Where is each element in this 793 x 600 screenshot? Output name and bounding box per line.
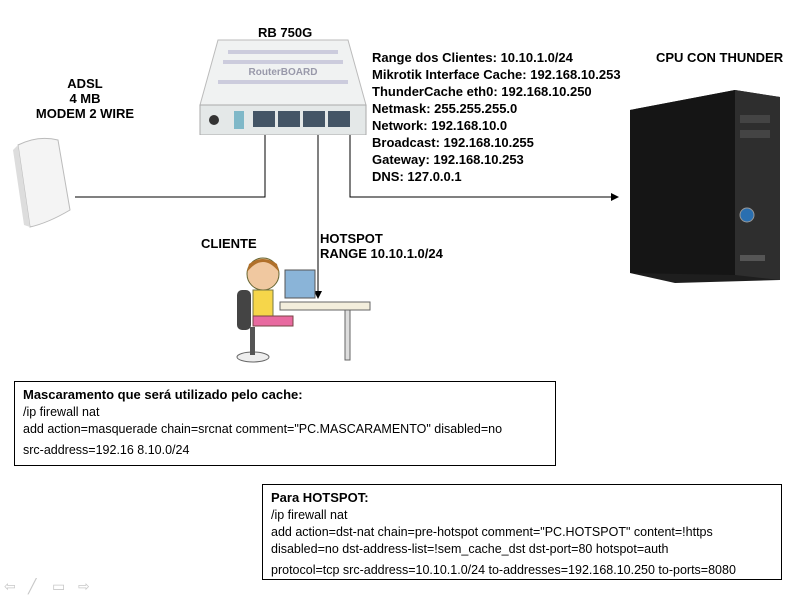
modem-label-2: 4 MB xyxy=(69,91,101,106)
client-label: CLIENTE xyxy=(201,236,257,251)
modem-image xyxy=(13,137,71,228)
hotspot-line: add action=dst-nat chain=pre-hotspot com… xyxy=(271,525,713,539)
router-brand: RouterBOARD xyxy=(249,67,318,78)
config-line: ThunderCache eth0: 192.168.10.250 xyxy=(372,84,592,99)
config-line: Range dos Clientes: 10.10.1.0/24 xyxy=(372,50,573,65)
line-router-modem xyxy=(75,130,266,198)
pen-icon[interactable]: ╱ xyxy=(28,578,37,594)
hotspot-title: Para HOTSPOT: xyxy=(271,490,369,505)
config-line: Broadcast: 192.168.10.255 xyxy=(372,135,534,150)
config-line: Gateway: 192.168.10.253 xyxy=(372,152,524,167)
hotspot-line: disabled=no dst-address-list=!sem_cache_… xyxy=(271,542,669,556)
config-line: Mikrotik Interface Cache: 192.168.10.253 xyxy=(372,67,621,82)
router-label: RB 750G xyxy=(258,25,313,40)
line-router-cpu xyxy=(349,130,619,201)
cpu-label: CPU CON THUNDER xyxy=(656,50,784,65)
config-line: Network: 192.168.10.0 xyxy=(372,118,508,133)
config-line: Netmask: 255.255.255.0 xyxy=(372,101,518,116)
masquerade-line: /ip firewall nat xyxy=(23,405,100,419)
cpu-tower-image xyxy=(630,90,780,283)
router-image: RouterBOARD xyxy=(199,39,367,135)
next-arrow-icon[interactable]: ⇨ xyxy=(78,578,90,594)
hotspot-label-2: RANGE 10.10.1.0/24 xyxy=(320,246,443,261)
hotspot-label-1: HOTSPOT xyxy=(320,231,383,246)
prev-arrow-icon[interactable]: ⇦ xyxy=(4,578,16,594)
masquerade-box: Mascaramento que será utilizado pelo cac… xyxy=(14,381,556,466)
masquerade-title: Mascaramento que será utilizado pelo cac… xyxy=(23,387,303,402)
masquerade-line: src-address=192.16 8.10.0/24 xyxy=(23,443,190,457)
client-image xyxy=(236,257,371,363)
masquerade-line: add action=masquerade chain=srcnat comme… xyxy=(23,422,503,436)
modem-label-1: ADSL xyxy=(67,76,103,91)
hotspot-line: protocol=tcp src-address=10.10.1.0/24 to… xyxy=(271,563,736,577)
config-line: DNS: 127.0.0.1 xyxy=(372,169,462,184)
menu-icon[interactable]: ▭ xyxy=(52,578,66,594)
hotspot-line: /ip firewall nat xyxy=(271,508,348,522)
modem-label-3: MODEM 2 WIRE xyxy=(35,106,135,121)
hotspot-box: Para HOTSPOT: /ip firewall nat add actio… xyxy=(262,484,782,580)
